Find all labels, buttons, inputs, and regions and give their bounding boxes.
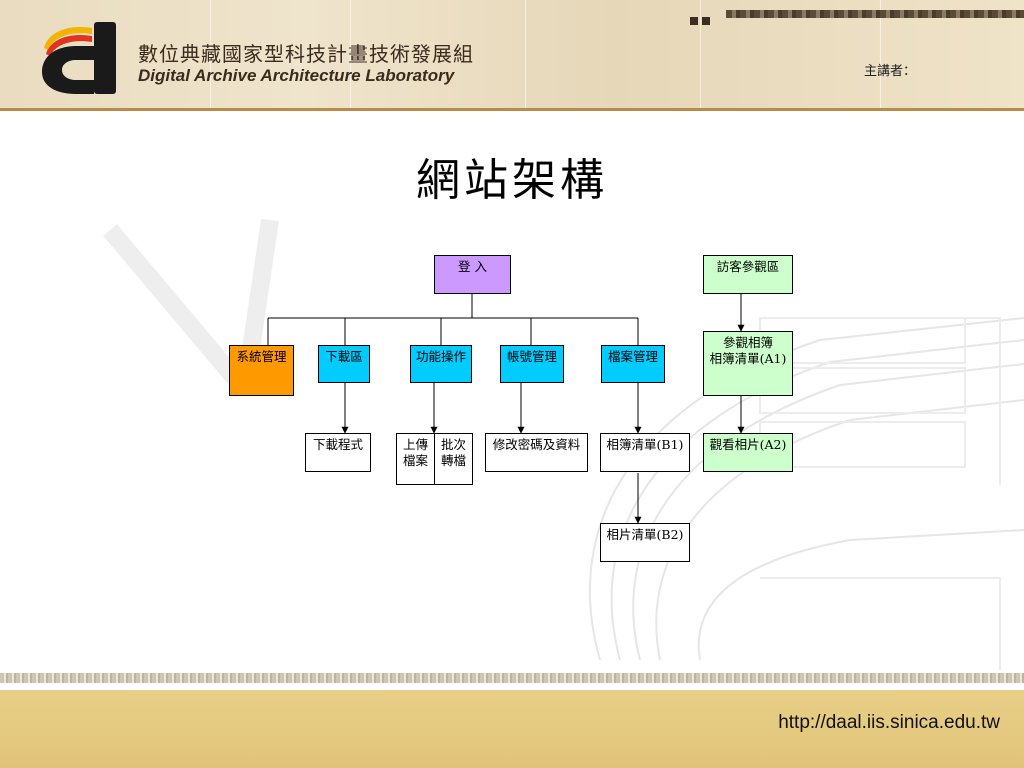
node-functions: 功能操作 (410, 345, 472, 383)
node-album-list-b1: 相簿清單(B1) (600, 433, 690, 472)
decorative-strip (726, 10, 1024, 18)
node-file-admin: 檔案管理 (601, 345, 665, 383)
decorative-bottom-strip (0, 673, 1024, 683)
speaker-label: 主講者： (864, 64, 917, 79)
node-view-photos-a2: 觀看相片(A2) (703, 433, 793, 472)
org-name-english: Digital Archive Architecture Laboratory (138, 66, 455, 85)
decorative-squares (690, 10, 714, 29)
page-title: 網站架構 (416, 155, 608, 206)
slide-header: 數位典藏國家型科技計畫技術發展組 Digital Archive Archite… (0, 0, 1024, 110)
node-photo-list-b2: 相片清單(B2) (600, 523, 690, 562)
node-account-admin: 帳號管理 (500, 345, 564, 383)
node-download-program: 下載程式 (305, 433, 371, 472)
node-system-admin: 系統管理 (229, 345, 294, 396)
node-batch-convert: 批次 轉檔 (434, 433, 473, 485)
daal-logo-icon (42, 22, 116, 94)
org-name-chinese: 數位典藏國家型科技計畫技術發展組 (138, 42, 474, 66)
footer-url: http://daal.iis.sinica.edu.tw (778, 712, 1000, 733)
node-download-area: 下載區 (318, 345, 370, 383)
footer-band (0, 690, 1024, 768)
node-view-albums-a1: 參觀相簿 相簿清單(A1) (703, 331, 793, 396)
node-guest-area: 訪客參觀區 (703, 255, 793, 294)
header-border (0, 108, 1024, 111)
node-login: 登 入 (434, 255, 511, 294)
node-upload-file: 上傳 檔案 (396, 433, 435, 485)
background-watermark (103, 218, 1024, 670)
node-change-password: 修改密碼及資料 (485, 433, 588, 472)
